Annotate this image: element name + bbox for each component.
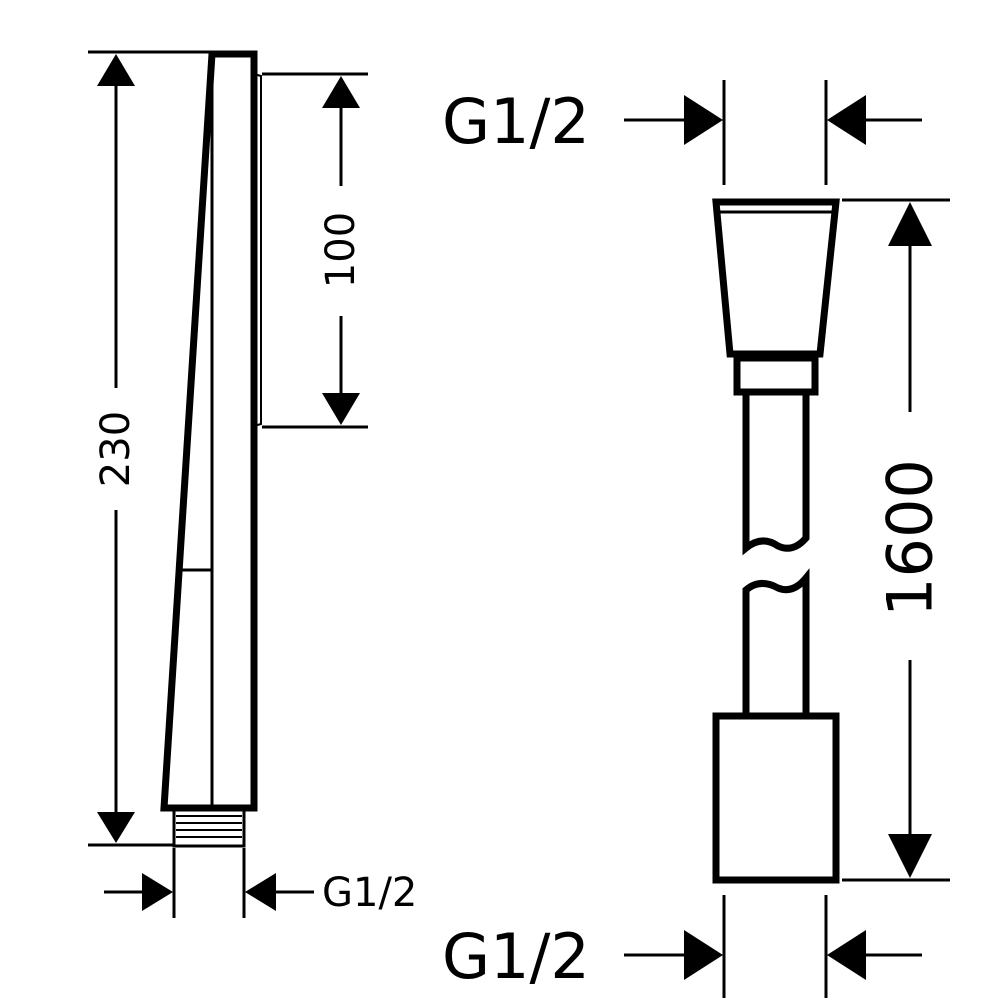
hose-lower-segment	[742, 568, 810, 716]
dim-arrow-down	[322, 393, 360, 425]
shower-head-drawing	[160, 50, 262, 848]
hose-bottom-nut	[712, 712, 840, 884]
thread-connector	[172, 806, 246, 848]
dim-arrow-right	[684, 95, 723, 145]
dimension-total-length: 230	[88, 50, 210, 847]
dim-arrow-right	[684, 930, 723, 980]
shower-head-body	[160, 50, 258, 812]
hose-upper-segment	[742, 392, 810, 556]
dim-arrow-right	[142, 873, 173, 911]
shower-thread-label: G1/2	[322, 870, 417, 916]
hose-bottom-thread-label: G1/2	[442, 920, 590, 993]
dim-arrow-up	[97, 54, 135, 86]
spray-face-length-label: 100	[318, 212, 364, 288]
dim-arrow-left	[827, 930, 866, 980]
hose-top-nut	[712, 198, 840, 358]
dim-arrow-up	[322, 76, 360, 108]
spray-face	[253, 73, 262, 427]
dimension-spray-face: 100	[262, 72, 368, 429]
hose-top-thread-label: G1/2	[442, 85, 590, 158]
hose-drawing	[712, 198, 840, 884]
dim-arrow-down	[888, 834, 932, 878]
dimension-hose-bottom-thread: G1/2	[442, 895, 922, 998]
dim-arrow-down	[97, 812, 135, 843]
hose-length-label: 1600	[874, 459, 947, 617]
dim-arrow-up	[888, 202, 932, 246]
dimension-hose-top-thread: G1/2	[442, 80, 922, 185]
hose-top-collar	[733, 354, 819, 396]
dim-arrow-left	[827, 95, 866, 145]
dimension-hose-length: 1600	[842, 198, 950, 882]
total-length-label: 230	[93, 411, 139, 487]
dimension-shower-thread: G1/2	[104, 848, 417, 918]
dim-arrow-left	[245, 873, 276, 911]
